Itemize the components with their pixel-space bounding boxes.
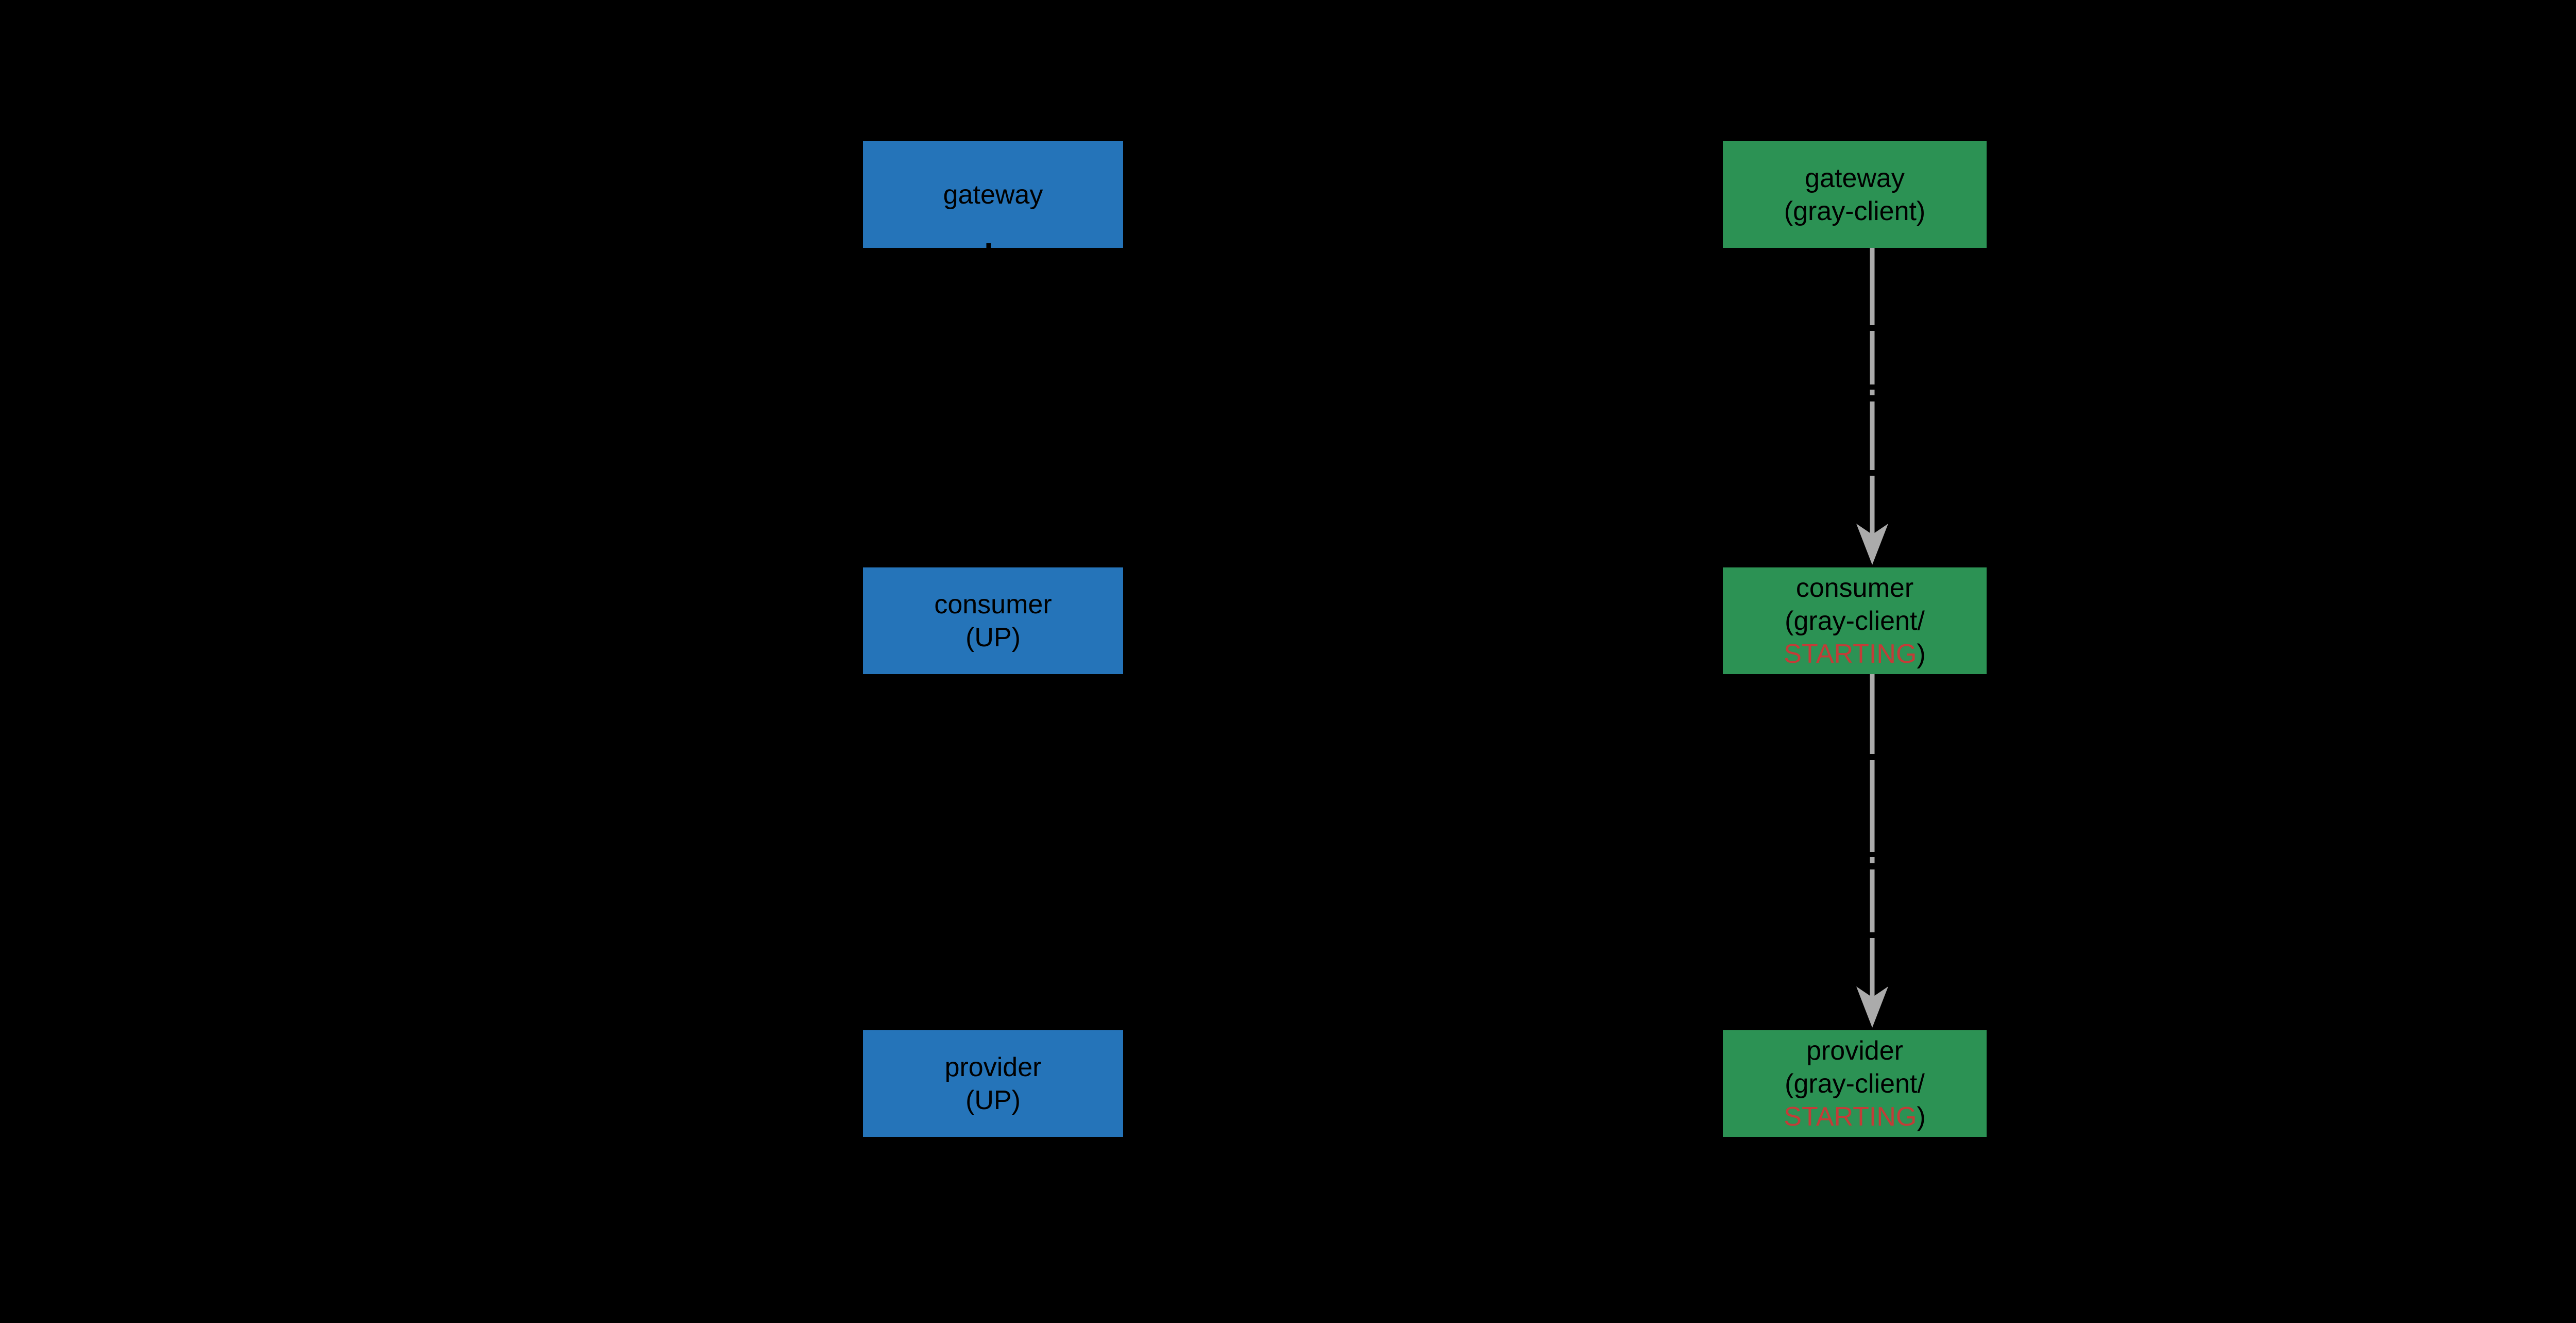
node-label: gateway [1805,163,1905,193]
status-suffix: ) [1917,1101,1926,1132]
edge-initial-consumer-to-provider [973,674,1005,1028]
node-gateway-initial: gateway [863,141,1123,248]
starting-status-text: STARTING [1784,1101,1917,1132]
node-status-label: STARTING) [1784,1100,1925,1133]
node-status-label: STARTING) [1784,638,1925,671]
node-consumer-gray-client: consumer (gray-client/ STARTING) [1723,567,1987,674]
edge-gray-gateway-to-consumer [1856,248,1888,565]
edge-initial-gateway-to-consumer [973,243,1005,565]
node-label: provider [1806,1035,1903,1066]
node-label: consumer [934,589,1052,619]
hidden-label-nick [1869,325,1876,331]
hidden-label-nick [1868,395,1877,401]
hidden-label-nick [1869,932,1876,938]
status-suffix: ) [1917,639,1926,669]
node-provider-gray-client: provider (gray-client/ STARTING) [1723,1030,1987,1137]
hidden-label-nick [1868,863,1877,869]
node-consumer-initial: consumer (UP) [863,567,1123,674]
arrowhead-icon [973,524,1005,565]
node-provider-initial: provider (UP) [863,1030,1123,1137]
node-gateway-gray-client: gateway (gray-client) [1723,141,1987,248]
node-label: provider [944,1052,1042,1082]
starting-status-text: STARTING [1784,639,1917,669]
node-status-label: (UP) [965,622,1021,652]
hidden-label-nick [1869,852,1876,857]
hidden-label-nick [1869,470,1876,476]
node-status-label: (gray-client/ [1785,606,1925,636]
node-status-label: (UP) [965,1085,1021,1115]
node-status-label: (gray-client/ [1785,1068,1925,1099]
hidden-label-nick [1869,384,1876,390]
arrowhead-icon [1856,524,1888,565]
arrowhead-icon [973,986,1005,1028]
hidden-label-nick [1869,754,1876,760]
edge-gray-consumer-to-provider [1856,674,1888,1028]
node-label: consumer [1795,573,1914,603]
node-status-label: (gray-client) [1784,196,1926,226]
node-label: gateway [943,179,1043,210]
arrowhead-icon [1856,986,1888,1028]
